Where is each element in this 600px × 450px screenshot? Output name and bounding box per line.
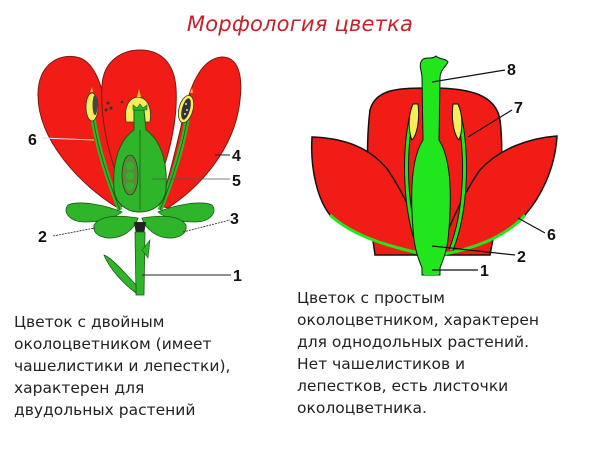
label-8-right: 8 [507,62,516,79]
label-4-left: 4 [232,148,241,165]
label-2-left: 2 [38,229,47,246]
monocot-caption: Цветок с простым околоцветником, характе… [297,289,540,417]
dicot-flower-illustration: 1 2 3 4 5 6 [28,49,242,296]
label-6-right: 6 [547,227,556,244]
stem [134,231,146,296]
petal-right [159,56,242,209]
label-6-left: 6 [28,132,37,149]
leaf-bract [141,239,151,259]
dicot-caption: Цветок с двойным околоцветником (имеет ч… [14,313,231,419]
stem-mono [424,255,438,275]
label-5-left: 5 [232,173,241,190]
sepal-front-right [141,215,187,239]
stem-leaf [103,254,137,294]
pistil-mono [411,55,451,276]
label-7-right: 7 [514,100,523,117]
label-2-right: 2 [517,249,526,266]
label-1-right: 1 [480,263,489,280]
page-title: Морфология цветка [186,12,414,36]
monocot-flower-illustration: 1 2 6 7 8 [310,55,558,280]
label-3-left: 3 [230,211,239,228]
anther-right-mono [408,103,420,141]
sepal-front-left [93,215,139,239]
label-1-left: 1 [233,268,242,285]
anther-left-mono [451,103,463,141]
